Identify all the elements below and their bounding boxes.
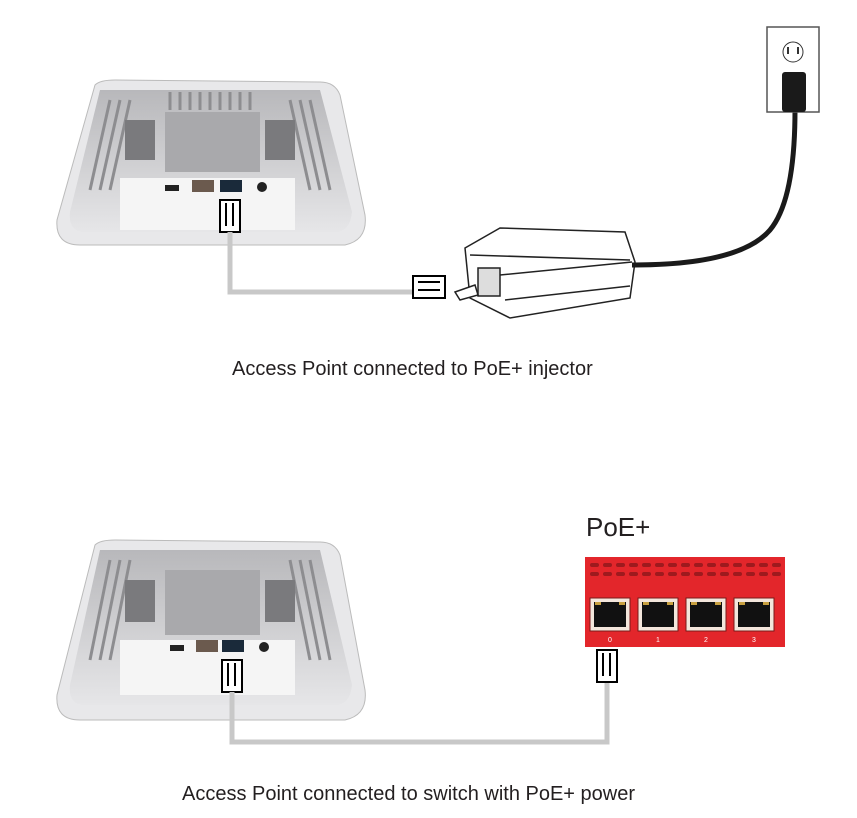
switch-poe-label: PoE+ [586, 512, 651, 542]
switch-port-3[interactable]: 3 [733, 597, 775, 644]
switch-vent [733, 572, 742, 576]
switch-vent [629, 572, 638, 576]
switch-vent [642, 572, 651, 576]
caption-switch: Access Point connected to switch with Po… [182, 783, 636, 805]
switch-vent [694, 563, 703, 567]
switch-vent [707, 572, 716, 576]
switch-vent [668, 563, 677, 567]
switch-vent [746, 563, 755, 567]
poe-injector [453, 227, 636, 319]
access-point-top [56, 79, 366, 246]
switch-vent [642, 563, 651, 567]
switch-vent [681, 572, 690, 576]
switch-vent [603, 572, 612, 576]
switch-vent [590, 572, 599, 576]
caption-injector: Access Point connected to PoE+ injector [232, 358, 593, 380]
access-point-bottom [56, 539, 366, 721]
ethernet-cable-2 [229, 680, 610, 745]
ethernet-plug-ap1 [219, 199, 241, 233]
ethernet-plug-injector [412, 275, 446, 299]
switch-vent [733, 563, 742, 567]
switch-vent [772, 572, 781, 576]
switch-port-1[interactable]: 1 [637, 597, 679, 644]
poe-switch: 0 1 2 3 [585, 557, 785, 647]
ethernet-plug-switch [596, 649, 618, 683]
switch-vent [590, 563, 599, 567]
switch-vent [655, 572, 664, 576]
switch-vent [629, 563, 638, 567]
switch-vent [681, 563, 690, 567]
switch-vent [759, 572, 768, 576]
switch-vent [772, 563, 781, 567]
wall-outlet [766, 26, 820, 113]
ethernet-cable-1 [227, 232, 415, 295]
power-cable [631, 109, 798, 268]
switch-vent [616, 572, 625, 576]
switch-vent [759, 563, 768, 567]
switch-vent [720, 563, 729, 567]
switch-port-label: 1 [656, 637, 660, 644]
switch-port-0[interactable]: 0 [589, 597, 631, 644]
switch-port-label: 2 [704, 637, 708, 644]
switch-port-label: 0 [608, 637, 612, 644]
switch-vent [707, 563, 716, 567]
switch-vent [603, 563, 612, 567]
switch-vent [746, 572, 755, 576]
switch-port-2[interactable]: 2 [685, 597, 727, 644]
ethernet-plug-ap2 [221, 659, 243, 693]
switch-vent [655, 563, 664, 567]
switch-vent [720, 572, 729, 576]
switch-port-label: 3 [752, 637, 756, 644]
switch-vent [668, 572, 677, 576]
switch-vent [694, 572, 703, 576]
switch-vent [616, 563, 625, 567]
